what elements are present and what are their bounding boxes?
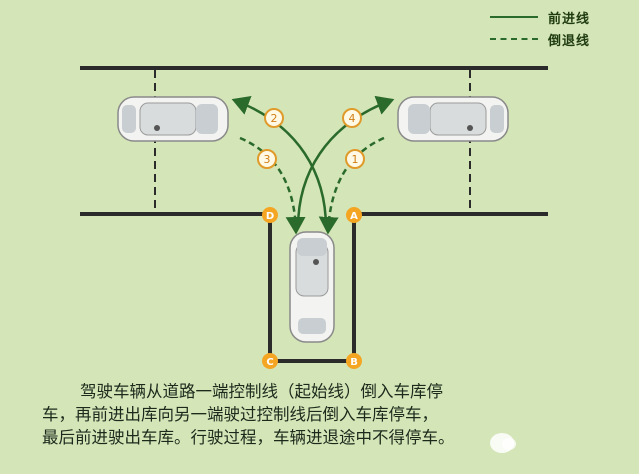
step-marker-1: 1 — [345, 149, 365, 169]
step-label-3: 3 — [264, 153, 271, 166]
caption-line-1: 驾驶车辆从道路一端控制线（起始线）倒入车库停 — [80, 382, 443, 401]
wechat-icon — [490, 433, 516, 453]
car-left — [117, 96, 229, 142]
point-b: B — [346, 353, 362, 369]
step-marker-3: 3 — [257, 149, 277, 169]
point-label-b: B — [350, 357, 358, 368]
legend-reverse-label: 倒退线 — [548, 34, 591, 49]
legend-forward-line — [490, 16, 538, 18]
step-marker-4: 4 — [342, 108, 362, 128]
step-label-1: 1 — [352, 153, 359, 166]
step-label-4: 4 — [349, 112, 356, 125]
car-garage — [289, 231, 335, 343]
legend: 前进线 倒退线 — [490, 8, 630, 52]
legend-reverse-line — [490, 38, 538, 40]
car-right — [397, 96, 509, 142]
point-c: C — [262, 353, 278, 369]
caption-line-2: 车，再前进出库向另一端驶过控制线后倒入车库停车， — [42, 405, 438, 424]
caption: 驾驶车辆从道路一端控制线（起始线）倒入车库停 车，再前进出库向另一端驶过控制线后… — [42, 380, 602, 449]
caption-line-3: 最后前进驶出车库。行驶过程，车辆进退途中不得停车。 — [42, 428, 455, 447]
watermark — [490, 430, 600, 456]
path-forward-to-right — [296, 95, 395, 229]
point-label-d: D — [266, 211, 274, 222]
step-marker-2: 2 — [264, 108, 284, 128]
point-label-a: A — [350, 211, 358, 222]
path-reverse-from-right — [318, 136, 385, 235]
point-a: A — [346, 207, 362, 223]
garage-outline — [268, 214, 356, 363]
path-forward-to-left — [231, 95, 328, 229]
point-d: D — [262, 207, 278, 223]
path-reverse-from-left — [239, 136, 306, 235]
step-label-2: 2 — [271, 112, 278, 125]
legend-forward-label: 前进线 — [548, 12, 591, 27]
point-label-c: C — [266, 357, 273, 368]
legend-reverse: 倒退线 — [490, 30, 630, 49]
legend-forward: 前进线 — [490, 8, 630, 27]
